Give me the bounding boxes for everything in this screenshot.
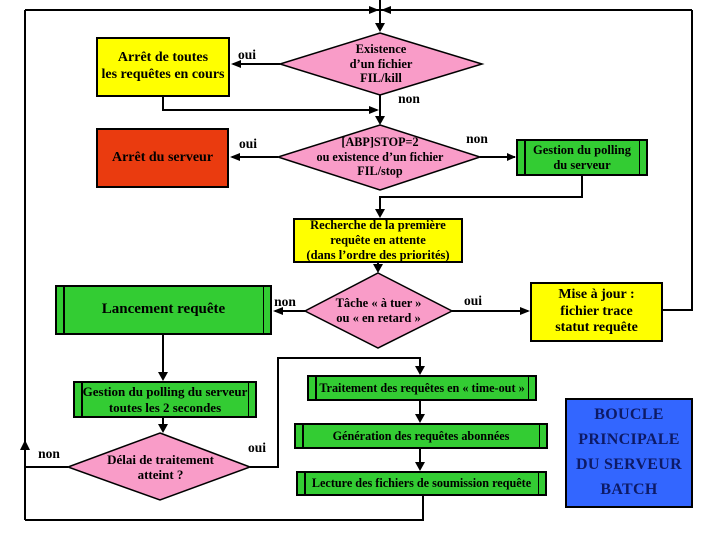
arrow-into-update-trace — [520, 307, 530, 315]
node-label: Traitement des requêtes en « time-out » — [319, 380, 525, 395]
node-label: Arrêt du serveur — [111, 149, 214, 165]
edge-label-stop-non: non — [466, 131, 488, 146]
edge-label-task-oui: oui — [463, 293, 482, 308]
node-label: Recherche de la première requête en atte… — [306, 218, 450, 262]
arrow-into-delay-check — [158, 424, 168, 433]
node-polling-server: Gestion du polling du serveur — [516, 139, 648, 176]
arrow-join-stop-check — [369, 106, 379, 114]
arrow-into-launch — [273, 307, 283, 315]
wire-right-border — [663, 10, 693, 311]
stop-check-diamond — [275, 124, 483, 191]
edge-label-stop-oui: oui — [238, 136, 257, 151]
arrow-into-submission — [415, 462, 425, 471]
node-task-check: Tâche « à tuer » ou « en retard » — [310, 294, 447, 328]
node-label: Arrêt de toutes les requêtes en cours — [101, 50, 225, 82]
node-server-stop: Arrêt du serveur — [96, 128, 229, 188]
node-search-request: Recherche de la première requête en atte… — [293, 218, 463, 263]
arrowheads — [20, 6, 530, 471]
wire-stopall-to-stopcheck — [162, 97, 377, 111]
edge-label-delay-oui: oui — [247, 440, 266, 455]
arrow-into-search — [375, 209, 385, 218]
node-label: Mise à jour : fichier trace statut requê… — [555, 287, 638, 336]
arrow-into-server-stop — [230, 153, 240, 161]
wires — [24, 0, 693, 521]
node-subscribed-requests: Génération des requêtes abonnées — [294, 423, 548, 449]
task-check-diamond — [303, 272, 454, 349]
arrow-into-stop-all — [231, 60, 241, 68]
edge-label-kill-oui: oui — [237, 47, 256, 62]
node-main-loop-title: BOUCLE PRINCIPALE DU SERVEUR BATCH — [565, 398, 693, 508]
arrow-into-subscribed — [415, 414, 425, 423]
arrow-top-from-right — [381, 6, 391, 14]
node-label: Délai de traitement atteint ? — [107, 451, 214, 482]
node-stop-check: [ABP]STOP=2 ou existence d’un fichier FI… — [288, 134, 472, 180]
arrow-into-polling-server — [507, 153, 516, 161]
arrow-into-stop-check — [375, 116, 385, 125]
delay-check-diamond — [65, 432, 253, 501]
edge-label-kill-non: non — [398, 91, 420, 106]
arrow-into-task-check — [373, 264, 383, 273]
node-label: Génération des requêtes abonnées — [332, 428, 510, 443]
node-label: BOUCLE PRINCIPALE DU SERVEUR BATCH — [575, 406, 682, 498]
node-label: Lecture des fichiers de soumission requê… — [311, 476, 532, 491]
node-label: Gestion du polling du serveur — [533, 142, 631, 172]
wire-polling-to-search — [379, 176, 583, 216]
edge-label-task-non: non — [274, 294, 296, 309]
kill-check-diamond — [277, 32, 485, 96]
diamonds — [65, 32, 485, 501]
node-label: Gestion du polling du serveur toutes les… — [82, 384, 248, 415]
node-stop-all-requests: Arrêt de toutes les requêtes en cours — [96, 37, 230, 97]
arrow-into-timeout — [415, 366, 425, 375]
arrow-top-from-left — [369, 6, 379, 14]
node-label: [ABP]STOP=2 ou existence d’un fichier FI… — [316, 135, 444, 179]
arrow-into-kill-check — [375, 23, 385, 32]
node-label: Tâche « à tuer » ou « en retard » — [335, 296, 422, 325]
node-label: Lancement requête — [101, 301, 226, 318]
node-timeout-processing: Traitement des requêtes en « time-out » — [307, 375, 537, 401]
node-label: Existence d’un fichier FIL/kill — [349, 41, 413, 86]
edge-label-delay-non: non — [38, 446, 60, 461]
wire-bottom-line — [25, 495, 424, 521]
arrow-left-border-up — [20, 440, 30, 450]
node-launch-request: Lancement requête — [55, 285, 272, 335]
wire-delay-oui — [250, 357, 421, 468]
node-submission-files: Lecture des fichiers de soumission requê… — [296, 471, 547, 496]
arrow-into-polling-2s — [158, 372, 168, 381]
node-delay-check: Délai de traitement atteint ? — [88, 451, 233, 483]
node-kill-check: Existence d’un fichier FIL/kill — [310, 40, 452, 88]
node-update-trace: Mise à jour : fichier trace statut requê… — [530, 282, 663, 342]
node-polling-2s: Gestion du polling du serveur toutes les… — [73, 381, 257, 418]
